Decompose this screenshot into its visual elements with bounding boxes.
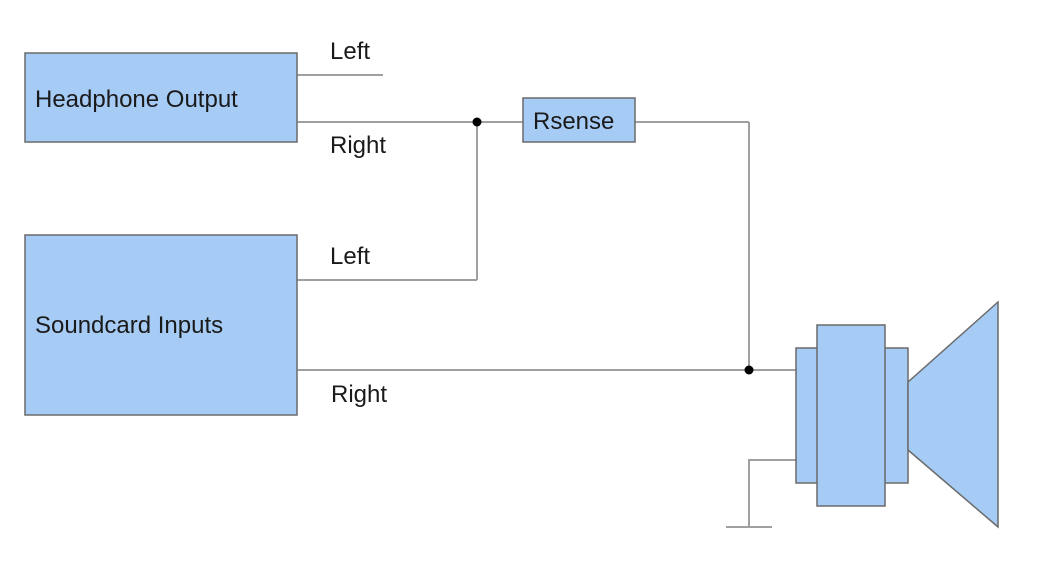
speaker-ground-wire bbox=[748, 459, 796, 527]
junction-dot-speaker bbox=[744, 365, 754, 375]
headphone-output-label: Headphone Output bbox=[35, 86, 238, 113]
soundcard-left-label: Left bbox=[330, 243, 370, 270]
headphone-output-block: Headphone Output bbox=[24, 52, 298, 143]
rsense-resistor: Rsense bbox=[522, 97, 636, 143]
rsense-label: Rsense bbox=[533, 108, 614, 135]
headphone-right-label: Right bbox=[330, 132, 386, 159]
headphone-left-label: Left bbox=[330, 38, 370, 65]
soundcard-inputs-label: Soundcard Inputs bbox=[35, 312, 223, 339]
junction-dot-headphone-right bbox=[472, 117, 482, 127]
soundcard-inputs-block: Soundcard Inputs bbox=[24, 234, 298, 416]
soundcard-right-label: Right bbox=[331, 381, 387, 408]
wires bbox=[297, 74, 796, 528]
speaker-icon bbox=[795, 300, 999, 529]
